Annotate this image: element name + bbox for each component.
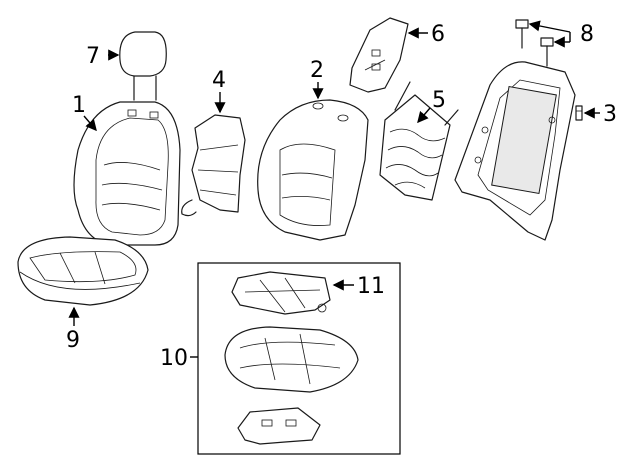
callout-9: 9 bbox=[66, 328, 80, 353]
callout-3: 3 bbox=[603, 102, 617, 127]
seat-cushion-assembly-box bbox=[197, 262, 401, 455]
callout-7: 7 bbox=[86, 44, 100, 69]
suspension-mat-part bbox=[379, 81, 459, 201]
seat-back-frame-part bbox=[454, 61, 576, 241]
seat-pan-part bbox=[237, 407, 321, 445]
callout-10: 10 bbox=[160, 346, 188, 371]
heater-pad-part bbox=[181, 114, 246, 217]
seat-cushion-pad-part bbox=[224, 326, 359, 393]
callout-6: 6 bbox=[431, 22, 445, 47]
callout-11: 11 bbox=[357, 274, 385, 299]
callout-8: 8 bbox=[580, 22, 594, 47]
clip-part bbox=[575, 105, 583, 121]
seat-cushion-part bbox=[17, 236, 149, 306]
callout-4: 4 bbox=[212, 68, 226, 93]
trim-cover-part bbox=[349, 17, 409, 93]
bolt-pair-part bbox=[515, 19, 554, 67]
headrest-part bbox=[119, 31, 167, 101]
cushion-heater-part bbox=[231, 271, 331, 315]
callout-2: 2 bbox=[310, 58, 324, 83]
leader-lines bbox=[68, 20, 600, 358]
callout-5: 5 bbox=[432, 88, 446, 113]
seat-back-pad-part bbox=[257, 99, 369, 241]
callout-1: 1 bbox=[72, 93, 86, 118]
